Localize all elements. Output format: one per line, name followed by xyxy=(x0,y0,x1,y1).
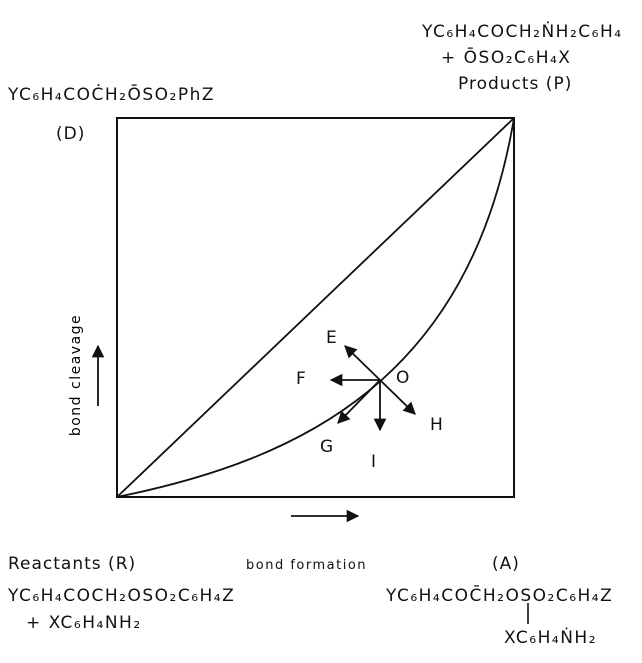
products-label: Products (P) xyxy=(458,74,573,94)
corner-d-label: (D) xyxy=(56,124,86,144)
intermediate-formula: YC₆H₄COC̄H₂OSO₂C₆H₄Z xyxy=(386,586,614,606)
x-axis-label: bond formation xyxy=(246,558,368,573)
vector-arrow-e xyxy=(344,345,381,381)
ion-pair-formula: YC₆H₄COĊH₂ŌSO₂PhZ xyxy=(8,85,215,105)
vector-label-h: H xyxy=(430,415,444,435)
products-anion-formula: + ŌSO₂C₆H₄X xyxy=(441,48,572,68)
reactants-label: Reactants (R) xyxy=(8,554,137,574)
vector-label-f: F xyxy=(296,369,307,389)
vector-arrow-g xyxy=(337,379,381,424)
reactant-aniline-formula: + XC₆H₄NH₂ xyxy=(26,613,142,633)
diagram-frame xyxy=(116,117,515,498)
intermediate-amine-formula: XC₆H₄ṄH₂ xyxy=(504,628,598,648)
vector-label-g: G xyxy=(320,437,335,457)
vector-arrow-h xyxy=(379,379,416,415)
products-cation-formula: YC₆H₄COCH₂ṄH₂C₆H₄ xyxy=(422,22,623,42)
vector-label-i: I xyxy=(371,452,378,472)
diagonal-line xyxy=(116,117,515,498)
vector-label-e: E xyxy=(326,328,338,348)
reactant-ester-formula: YC₆H₄COCH₂OSO₂C₆H₄Z xyxy=(8,586,236,606)
origin-label-o: O xyxy=(396,368,411,388)
y-axis-label: bond cleavage xyxy=(68,314,84,436)
corner-a-label: (A) xyxy=(492,554,520,574)
